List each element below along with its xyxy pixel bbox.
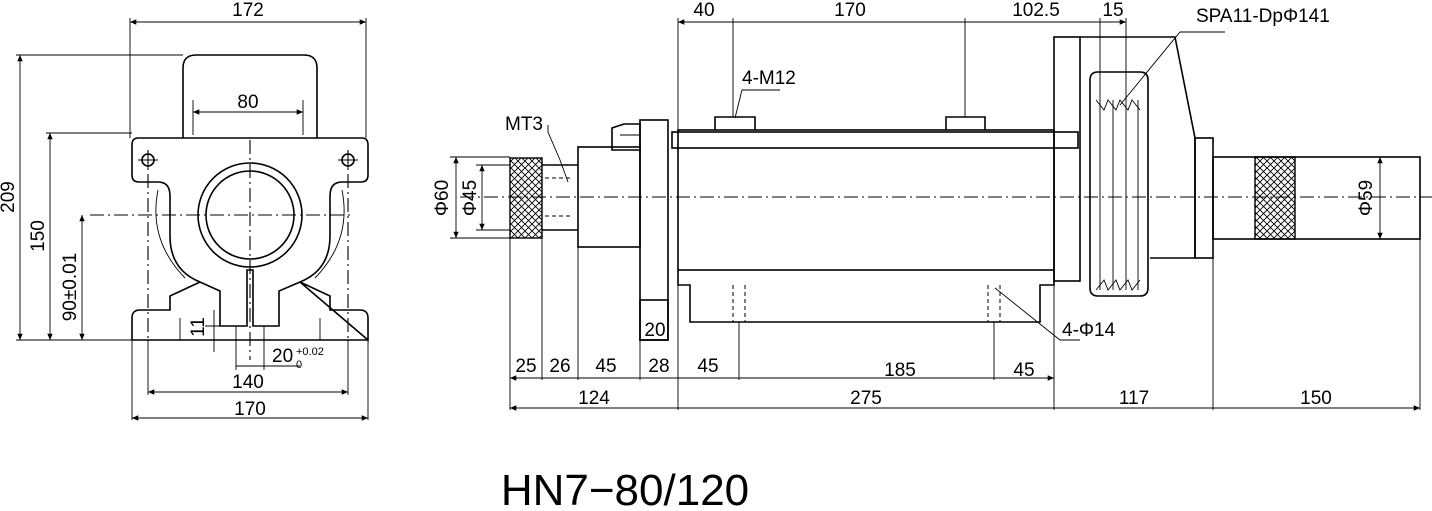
callout-pulley: SPA11-DpΦ141: [1196, 6, 1330, 27]
front-base: [131, 281, 369, 342]
dim-base-width: 170: [234, 399, 266, 420]
main-body: [677, 129, 1055, 271]
total-dim-3: 117: [1119, 388, 1149, 409]
top-dim-b: 170: [834, 0, 866, 21]
leader-m12: [734, 89, 780, 119]
bottom-dim-4: 28: [648, 356, 669, 377]
dim-top-width: 172: [232, 0, 264, 21]
dim-slot-width: 20: [272, 346, 293, 367]
dim-flange-thickness: 20: [644, 320, 665, 341]
knurl-left: [509, 157, 543, 239]
leader-mt3: [547, 125, 569, 183]
bottom-dim-6: 185: [884, 360, 916, 381]
dim-base-gap: 11: [188, 317, 209, 337]
dia-60: Φ60: [432, 180, 453, 216]
tie-rod: [671, 131, 1079, 149]
total-dim-1: 124: [578, 388, 610, 409]
bottom-foot: [677, 270, 1055, 323]
top-pad-left: [714, 116, 756, 130]
dim-slot-tol-lower: 0: [296, 359, 302, 371]
pulley: [1089, 71, 1149, 297]
leader-pulley: [1119, 31, 1225, 106]
rear-shaft: [1212, 156, 1421, 240]
drawing-title: HN7−80/120: [501, 466, 749, 511]
bottom-dim-5: 45: [697, 356, 718, 377]
total-dim-2: 275: [850, 388, 882, 409]
top-pad-right: [945, 116, 986, 130]
bottom-dim-2: 26: [549, 356, 570, 377]
top-dim-d: 15: [1102, 0, 1123, 21]
total-dim-4: 150: [1300, 388, 1332, 409]
callout-taper: MT3: [505, 114, 543, 135]
dim-bore-span: 80: [237, 92, 258, 113]
nut: [611, 123, 641, 151]
side-view: [450, 18, 1432, 411]
front-flange: [639, 119, 669, 341]
rear-plate: [1053, 36, 1081, 282]
bottom-dim-1: 25: [515, 356, 536, 377]
dim-hole-pitch: 140: [232, 372, 264, 393]
dia-45: Φ45: [460, 180, 481, 216]
callout-threads: 4-M12: [742, 68, 796, 89]
dim-center-height-top: 150: [28, 220, 49, 252]
top-dim-a: 40: [693, 0, 714, 21]
bottom-dim-3: 45: [595, 356, 616, 377]
bottom-dim-7: 45: [1013, 360, 1034, 381]
callout-holes: 4-Φ14: [1062, 320, 1116, 341]
front-view: [16, 18, 369, 421]
front-top-lug: [182, 54, 318, 138]
front-housing: [131, 137, 369, 327]
knurl-right: [1254, 156, 1296, 240]
dim-slot-tol-upper: +0.02: [296, 346, 324, 358]
dim-center-height: 90±0.01: [60, 253, 81, 322]
leader-holes: [994, 287, 1080, 341]
top-dim-c: 102.5: [1012, 0, 1060, 21]
dim-overall-height: 209: [0, 181, 19, 213]
dia-59: Φ59: [1356, 180, 1377, 216]
collar: [1194, 137, 1214, 259]
